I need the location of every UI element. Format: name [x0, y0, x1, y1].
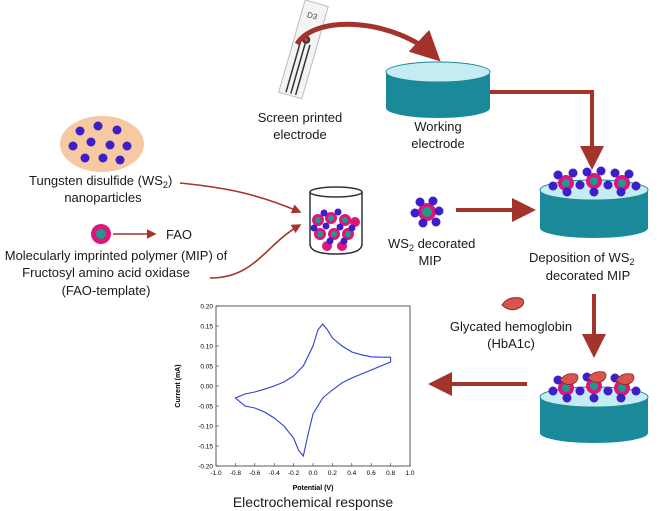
- x-tick-label: 1.0: [405, 470, 414, 477]
- x-tick-label: -0.8: [230, 470, 242, 477]
- x-axis-label: Potential (V): [293, 485, 334, 492]
- x-tick-label: 0.0: [308, 470, 317, 477]
- x-tick-label: 0.2: [328, 470, 337, 477]
- mip-label-2: Fructosyl amino acid oxidase: [22, 265, 190, 280]
- x-tick-label: -1.0: [210, 470, 222, 477]
- ws2-np-label-1: Tungsten disulfide (WS2): [29, 173, 172, 190]
- x-tick-label: -0.6: [249, 470, 261, 477]
- plot-frame: [215, 305, 411, 467]
- x-tick-label: 0.4: [347, 470, 356, 477]
- mip-label-3: (FAO-template): [62, 283, 151, 298]
- ws2-decorated-mip-cluster: [410, 196, 444, 228]
- x-tick-label: -0.4: [269, 470, 281, 477]
- ws2-dec-label-2: MIP: [418, 253, 441, 268]
- ws2-dec-label-1: WS2 decorated: [388, 236, 475, 253]
- arrow-working-to-deposition: [490, 90, 604, 170]
- working-label-1: Working: [414, 119, 461, 134]
- deposition-label-1: Deposition of WS2: [529, 250, 634, 267]
- y-axis-ticks: -0.20 -0.15 -0.10 -0.05 0.00 0.05 0.10 0.15 0.20: [198, 303, 219, 470]
- deposition-label-2: decorated MIP: [546, 268, 631, 283]
- y-tick-label: -0.10: [198, 423, 213, 430]
- electrochem-label: Electrochemical response: [233, 494, 394, 510]
- arrow-strip-to-working: [294, 21, 441, 62]
- x-axis-ticks: -1.0 -0.8 -0.6 -0.4 -0.2 0.0 0.2 0.4 0.6 0.8 1.0: [210, 463, 415, 477]
- working-label-2: electrode: [411, 136, 464, 151]
- y-tick-label: 0.00: [200, 383, 213, 390]
- y-tick-label: 0.20: [200, 303, 213, 310]
- working-electrode: [385, 61, 491, 118]
- y-tick-label: -0.05: [198, 403, 213, 410]
- mip-label-1: Molecularly imprinted polymer (MIP) of: [5, 248, 228, 263]
- x-tick-label: 0.6: [367, 470, 376, 477]
- strip-label: D3: [306, 10, 319, 22]
- y-tick-label: 0.15: [200, 323, 213, 330]
- screen-printed-electrode: D3: [278, 0, 329, 100]
- fao-particle: [91, 224, 111, 244]
- glycated-label-2: (HbA1c): [487, 336, 535, 351]
- arrow-mip-to-beaker: [209, 224, 302, 279]
- x-tick-label: 0.8: [386, 470, 395, 477]
- fao-label: FAO: [166, 227, 192, 242]
- y-tick-label: -0.15: [198, 443, 213, 450]
- deposition-electrode: [539, 166, 649, 238]
- beaker: [309, 186, 363, 255]
- screen-printed-label-1: Screen printed: [258, 110, 343, 125]
- arrow-np-to-beaker: [179, 182, 302, 214]
- y-tick-label: 0.10: [200, 343, 213, 350]
- hba1c-electrode: [539, 371, 649, 443]
- cv-chart: -1.0 -0.8 -0.6 -0.4 -0.2 0.0 0.2 0.4 0.6 0.8 1.0 -…: [175, 303, 415, 492]
- y-tick-label: -0.20: [198, 463, 213, 470]
- y-tick-label: 0.05: [200, 363, 213, 370]
- ws2-nanoparticle-cloud: [60, 116, 144, 172]
- y-axis-label: Current (mA): [175, 364, 182, 407]
- x-tick-label: -0.2: [288, 470, 300, 477]
- glycated-label-1: Glycated hemoglobin: [450, 319, 572, 334]
- cv-curve: [234, 323, 392, 458]
- ws2-np-label-2: nanoparticles: [64, 190, 142, 205]
- screen-printed-label-2: electrode: [273, 127, 326, 142]
- hba1c-icon: [501, 297, 525, 311]
